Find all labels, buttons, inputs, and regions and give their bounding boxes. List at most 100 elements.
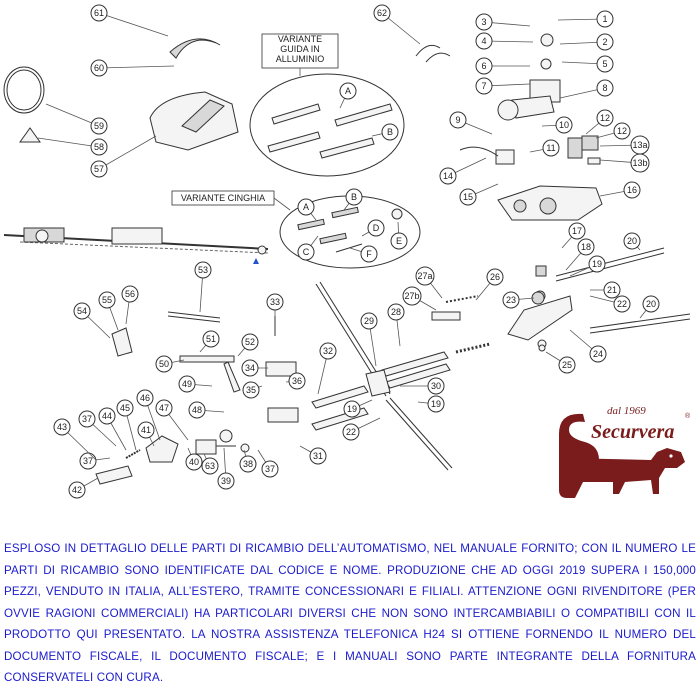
- callout-number: 36: [292, 376, 302, 386]
- callout-circle: [596, 10, 614, 28]
- part-callout: B: [343, 188, 363, 211]
- callout-number: 47: [159, 403, 169, 413]
- callout-circle: [342, 423, 360, 441]
- callout-number: 9: [455, 115, 460, 125]
- callout-circle: [459, 188, 477, 206]
- part-callout: 42: [68, 477, 99, 499]
- callout-number: 32: [323, 346, 333, 356]
- variant-labels: VARIANTE GUIDA IN ALLUMINIO VARIANTE CIN…: [171, 33, 339, 211]
- callout-number: 61: [94, 8, 104, 18]
- callout-circle: [185, 453, 203, 471]
- callout-number: 6: [481, 61, 486, 71]
- callout-number: 33: [270, 297, 280, 307]
- callout-number: F: [366, 249, 372, 259]
- part-callout: F: [349, 245, 378, 263]
- callout-number: 54: [77, 306, 87, 316]
- part-callout: 48: [188, 401, 225, 419]
- callout-circle: [241, 359, 259, 377]
- part-callout: 51: [199, 330, 220, 353]
- callout-leader-line: [98, 135, 157, 170]
- part-callout: 47: [155, 399, 189, 441]
- callout-circle: [387, 303, 405, 321]
- securvera-logo: dal 1969 Securvera ®: [559, 405, 691, 498]
- callout-number: E: [396, 236, 402, 246]
- callout-circle: [53, 418, 71, 436]
- callout-number: 26: [490, 272, 500, 282]
- exploded-parts-diagram: VARIANTE GUIDA IN ALLUMINIO VARIANTE CIN…: [3, 4, 691, 499]
- part-callout: 54: [73, 302, 111, 339]
- part-callout: 4: [475, 32, 534, 50]
- callout-circle: [343, 400, 361, 418]
- part-callout: 38: [239, 449, 257, 473]
- callout-circle: [239, 455, 257, 473]
- rail-variant-label-line1: VARIANTE: [278, 34, 322, 44]
- callout-circle: [90, 59, 108, 77]
- part-callout: 5: [561, 55, 614, 73]
- callout-circle: [502, 291, 520, 309]
- callout-circle: [542, 139, 560, 157]
- part-callout: 53: [194, 261, 212, 313]
- callout-circle: [475, 57, 493, 75]
- callout-number: 5: [602, 59, 607, 69]
- callout-leader-line: [98, 65, 175, 69]
- callout-number: 46: [140, 393, 150, 403]
- part-callout: 19: [417, 395, 445, 413]
- part-callout: 40: [185, 447, 203, 471]
- callout-circle: [241, 333, 259, 351]
- part-callout: 7: [475, 77, 531, 95]
- part-callout: 41: [137, 421, 155, 447]
- part-callout: 19: [569, 255, 606, 277]
- part-callout: 24: [569, 329, 607, 363]
- brand-name: Securvera: [591, 421, 674, 443]
- part-callout: 12: [585, 109, 614, 135]
- callout-circle: [98, 407, 116, 425]
- callout-circle: [427, 395, 445, 413]
- callout-number: 18: [581, 242, 591, 252]
- callout-number: 38: [243, 459, 253, 469]
- callout-circle: [90, 117, 108, 135]
- callout-number: 19: [347, 404, 357, 414]
- part-callout: 55: [98, 291, 119, 331]
- callout-number: 35: [246, 385, 256, 395]
- rail-variant-label-line3: ALLUMINIO: [276, 54, 325, 64]
- callout-number: 39: [221, 476, 231, 486]
- part-callout: 9: [449, 111, 493, 135]
- callout-circle: [217, 472, 235, 490]
- callout-leader-line: [37, 137, 100, 148]
- callout-circle: [360, 312, 378, 330]
- part-callout: 33: [266, 293, 284, 316]
- part-callout: 44: [98, 407, 127, 451]
- callout-circle: [90, 4, 108, 22]
- callout-number: 23: [506, 295, 516, 305]
- part-callout: 37: [79, 452, 111, 470]
- part-callout: 8: [559, 79, 614, 99]
- callout-number: 27a: [417, 271, 432, 281]
- part-callout: 30: [400, 377, 445, 395]
- callout-circle: [202, 330, 220, 348]
- callout-number: B: [387, 127, 393, 137]
- callout-circle: [266, 293, 284, 311]
- callout-circle: [68, 481, 86, 499]
- callout-number: 14: [443, 171, 453, 181]
- callout-number: 25: [562, 360, 572, 370]
- part-callout: 18: [565, 238, 595, 271]
- part-callout: 59: [45, 103, 108, 135]
- callout-number: 3: [481, 17, 486, 27]
- callout-number: 7: [481, 81, 486, 91]
- part-callout: 56: [121, 285, 139, 325]
- callout-circle: [242, 381, 260, 399]
- callout-number: B: [351, 192, 357, 202]
- callout-circle: [309, 447, 327, 465]
- callout-number: 50: [159, 359, 169, 369]
- part-callout: 28: [387, 303, 405, 347]
- part-callout: 50: [155, 355, 185, 373]
- callout-number: 59: [94, 121, 104, 131]
- part-callout: 26: [475, 268, 504, 301]
- brand-registered: ®: [685, 412, 691, 420]
- callout-number: 15: [463, 192, 473, 202]
- part-callout: 43: [53, 418, 97, 461]
- part-callout: 58: [37, 137, 108, 156]
- callout-circle: [201, 457, 219, 475]
- part-callout: 46: [136, 389, 161, 441]
- part-callout: 11: [529, 139, 560, 157]
